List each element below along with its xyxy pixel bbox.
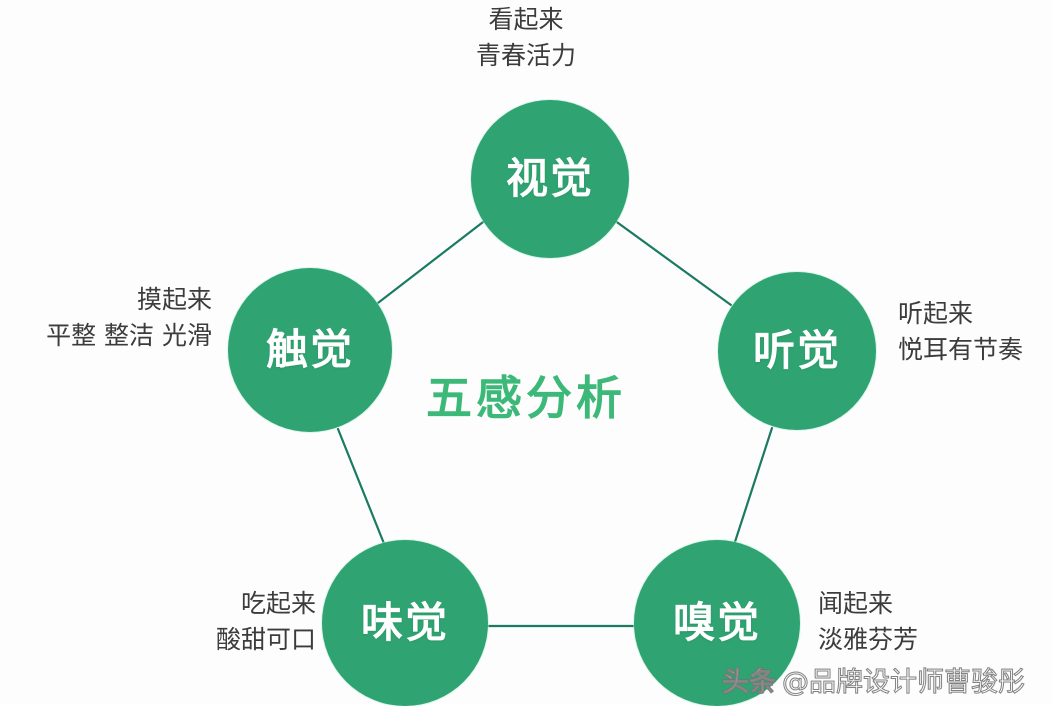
node-touch[interactable]: 触觉 (228, 268, 392, 432)
annotation-hearing: 听起来 悦耳有节奏 (898, 296, 1023, 367)
node-smell[interactable]: 嗅觉 (634, 540, 800, 706)
edge-hearing-smell (731, 426, 774, 550)
node-hearing[interactable]: 听觉 (718, 272, 876, 430)
annotation-sight: 看起来 青春活力 (0, 0, 1052, 73)
node-sight-label: 视觉 (505, 154, 594, 203)
watermark-brand: 头条 (722, 667, 777, 699)
annotation-touch-line2: 平整 整洁 光滑 (46, 320, 212, 350)
annotation-sight-line2: 青春活力 (475, 40, 576, 70)
watermark: 头条 @品牌设计师曹骏彤 (722, 660, 1026, 699)
node-sight[interactable]: 视觉 (471, 100, 629, 258)
annotation-taste: 吃起来 酸甜可口 (0, 586, 316, 657)
node-hearing-label: 听觉 (752, 326, 841, 375)
annotation-hearing-line1: 听起来 (898, 299, 974, 328)
edge-touch-taste (336, 427, 387, 548)
annotation-smell-line1: 闻起来 (818, 589, 894, 618)
annotation-taste-line1: 吃起来 (240, 589, 316, 618)
node-smell-label: 嗅觉 (672, 598, 761, 647)
diagram-center-title: 五感分析 (426, 371, 626, 425)
annotation-touch-line1: 摸起来 (136, 285, 212, 314)
watermark-handle: @品牌设计师曹骏彤 (782, 667, 1026, 699)
annotation-sight-line1: 看起来 (488, 5, 564, 34)
annotation-smell: 闻起来 淡雅芬芳 (818, 586, 918, 657)
annotation-hearing-line2: 悦耳有节奏 (898, 334, 1024, 364)
node-taste[interactable]: 味觉 (322, 540, 488, 706)
annotation-taste-line2: 酸甜可口 (215, 624, 316, 654)
annotation-touch: 摸起来 平整 整洁 光滑 (0, 282, 212, 353)
node-taste-label: 味觉 (360, 598, 449, 647)
edge-sight-touch (372, 217, 489, 308)
annotation-smell-line2: 淡雅芬芳 (818, 624, 919, 654)
node-touch-label: 触觉 (265, 325, 354, 374)
edge-sight-hearing (612, 218, 733, 307)
